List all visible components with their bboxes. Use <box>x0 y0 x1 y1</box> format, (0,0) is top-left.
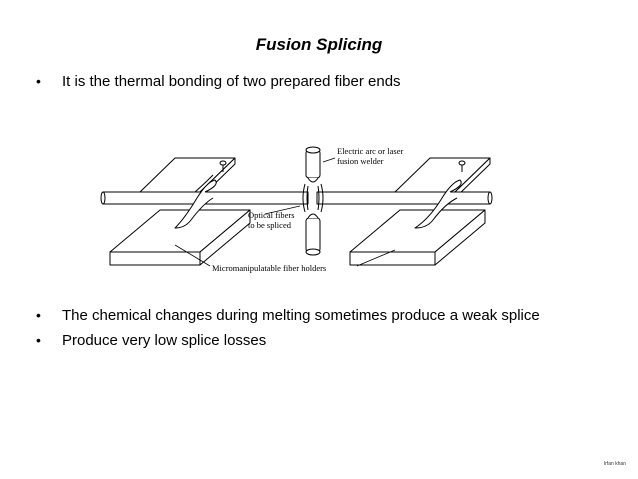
bullet-list-top: • It is the thermal bonding of two prepa… <box>36 72 596 97</box>
bullet-icon: • <box>36 73 41 89</box>
welder-label-line2: fusion welder <box>337 156 384 166</box>
right-optical-fiber <box>316 179 493 229</box>
holders-label: Micromanipulatable fiber holders <box>212 263 326 273</box>
fibers-label-line2: to be spliced <box>248 220 292 230</box>
right-fiber-holder <box>349 157 491 266</box>
fusion-arc <box>302 183 324 213</box>
fibers-label-line1: Optical fibers <box>248 210 295 220</box>
lower-electrode <box>305 213 321 256</box>
left-fiber-holder <box>109 157 251 266</box>
upper-electrode <box>305 146 321 183</box>
bullet-icon: • <box>36 307 41 323</box>
welder-label-line1: Electric arc or laser <box>337 146 403 156</box>
bullet-icon: • <box>36 332 41 348</box>
slide-title: Fusion Splicing <box>255 35 383 54</box>
bullet-item: • Produce very low splice losses <box>36 331 596 350</box>
bullet-text: It is the thermal bonding of two prepare… <box>62 73 401 90</box>
bullet-item: • It is the thermal bonding of two prepa… <box>36 72 596 91</box>
bullet-text: Produce very low splice losses <box>62 332 267 349</box>
bullet-item: • The chemical changes during melting so… <box>36 306 596 325</box>
fusion-splicing-diagram: Electric arc or laser fusion welder Opti… <box>100 146 493 273</box>
footer-credit: Irfan khan <box>603 461 626 467</box>
bullet-list-bottom: • The chemical changes during melting so… <box>36 306 596 356</box>
left-optical-fiber <box>100 179 309 229</box>
bullet-text: The chemical changes during melting some… <box>62 307 540 324</box>
